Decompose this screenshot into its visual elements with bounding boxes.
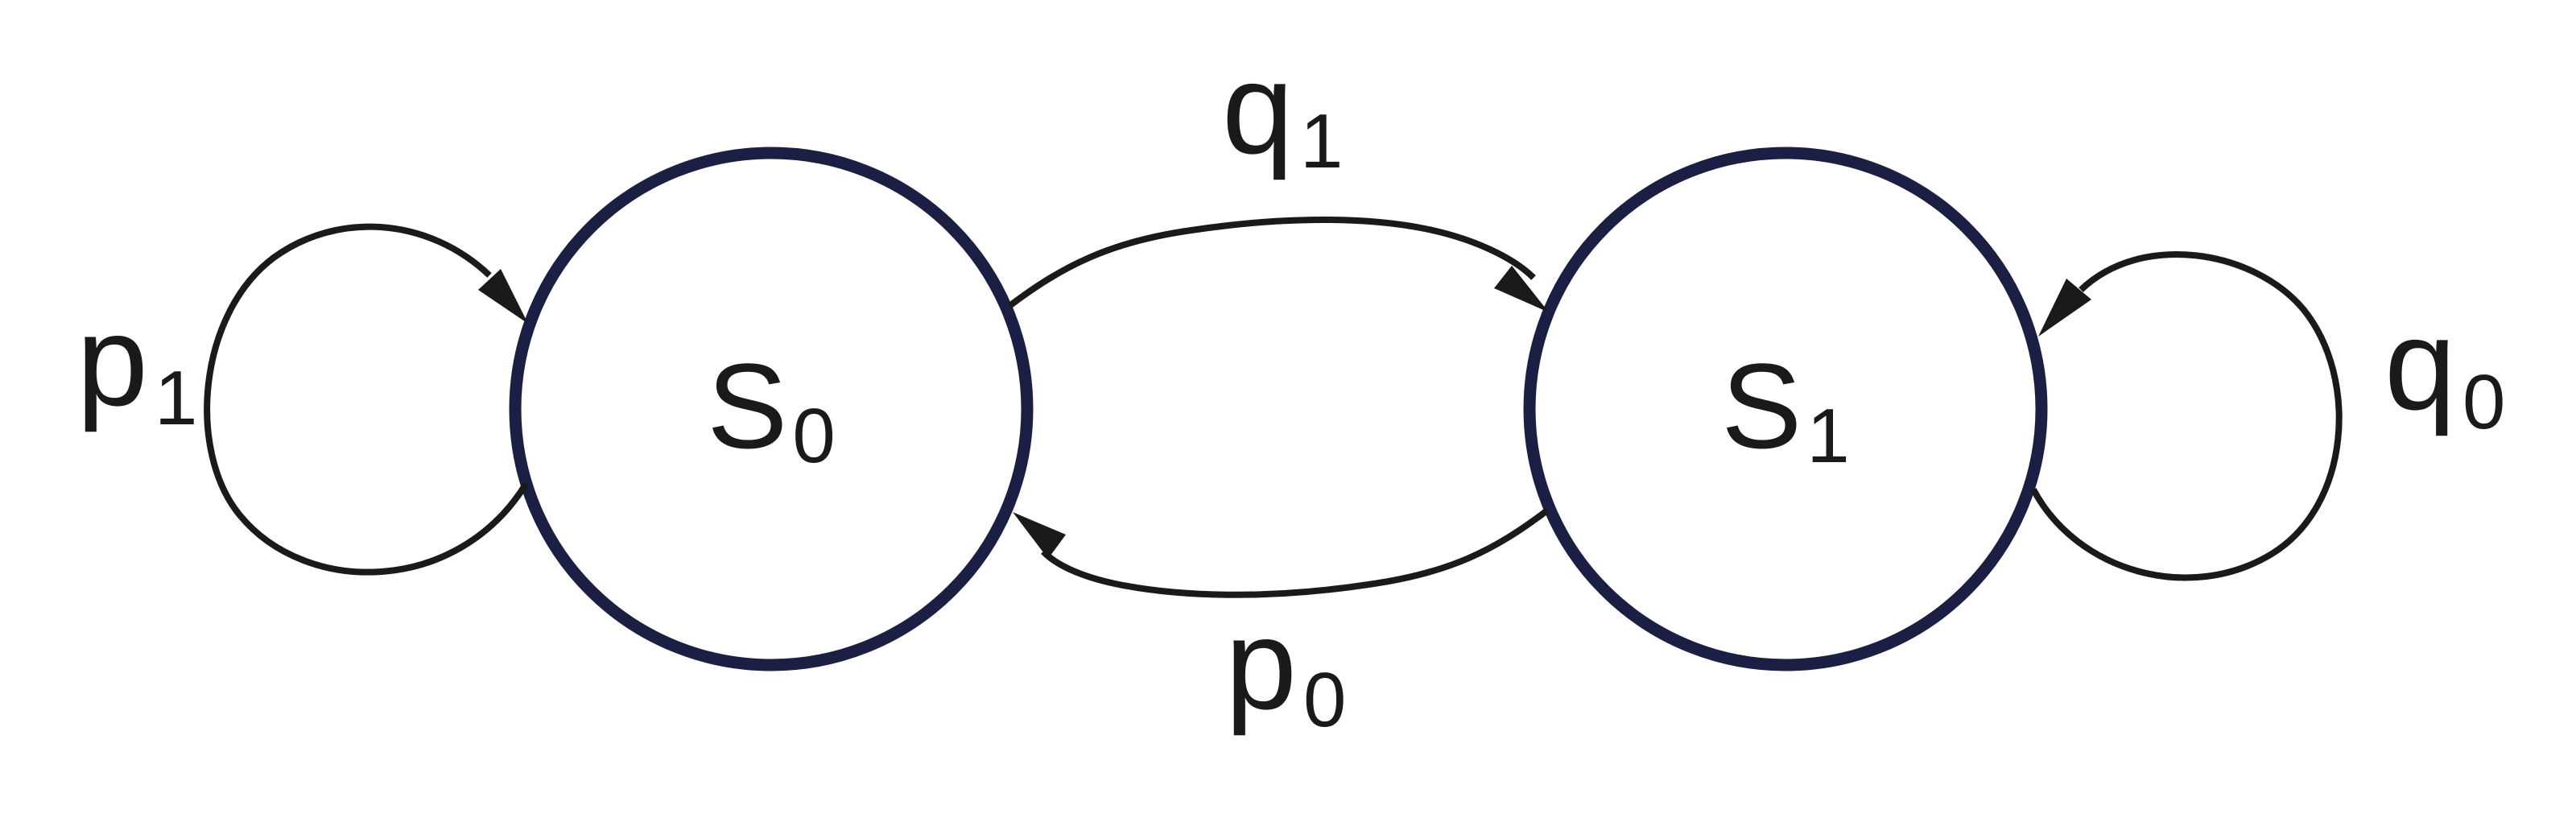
transition-s0-to-s1-subscript: 1 <box>1300 98 1343 184</box>
state-s1-subscript: 1 <box>1806 393 1849 479</box>
transition-s0-self-subscript: 1 <box>155 355 197 441</box>
transition-s1-to-s0-subscript: 0 <box>1303 657 1346 743</box>
transition-s0-self-loop <box>204 223 530 576</box>
state-s0-subscript: 0 <box>792 393 835 479</box>
transition-s1-to-s0-label: p0 <box>1225 592 1346 743</box>
transition-s1-to-s0-arrowhead <box>1013 512 1066 559</box>
state-s1-label: S1 <box>1721 338 1849 479</box>
transition-s1-to-s0-symbol: p <box>1225 592 1297 736</box>
transition-s1-self-loop <box>2030 250 2343 581</box>
state-s0-label: S0 <box>707 338 835 479</box>
transition-s0-to-s1-edge <box>1007 217 1536 309</box>
state-s1-symbol: S <box>1721 338 1802 473</box>
transition-s0-to-s1-label: q1 <box>1222 36 1343 184</box>
transition-s0-self-label: p1 <box>76 288 197 441</box>
transition-s1-self-symbol: q <box>2384 292 2456 436</box>
state-s0-circle <box>509 147 1034 671</box>
transition-s0-self-arrowhead <box>478 269 528 324</box>
transition-s0-to-s1-arrowhead <box>1494 266 1549 312</box>
state-s0-symbol: S <box>707 338 787 473</box>
transition-s0-self-symbol: p <box>76 288 148 432</box>
transition-s1-self-arrowhead <box>2038 279 2091 337</box>
transition-s1-self-subscript: 0 <box>2462 359 2505 445</box>
transition-s1-to-s0-edge <box>1041 507 1550 598</box>
state-s1-circle <box>1523 147 2048 671</box>
transition-s0-to-s1-symbol: q <box>1222 36 1294 180</box>
transition-s1-self-label: q0 <box>2384 292 2505 445</box>
